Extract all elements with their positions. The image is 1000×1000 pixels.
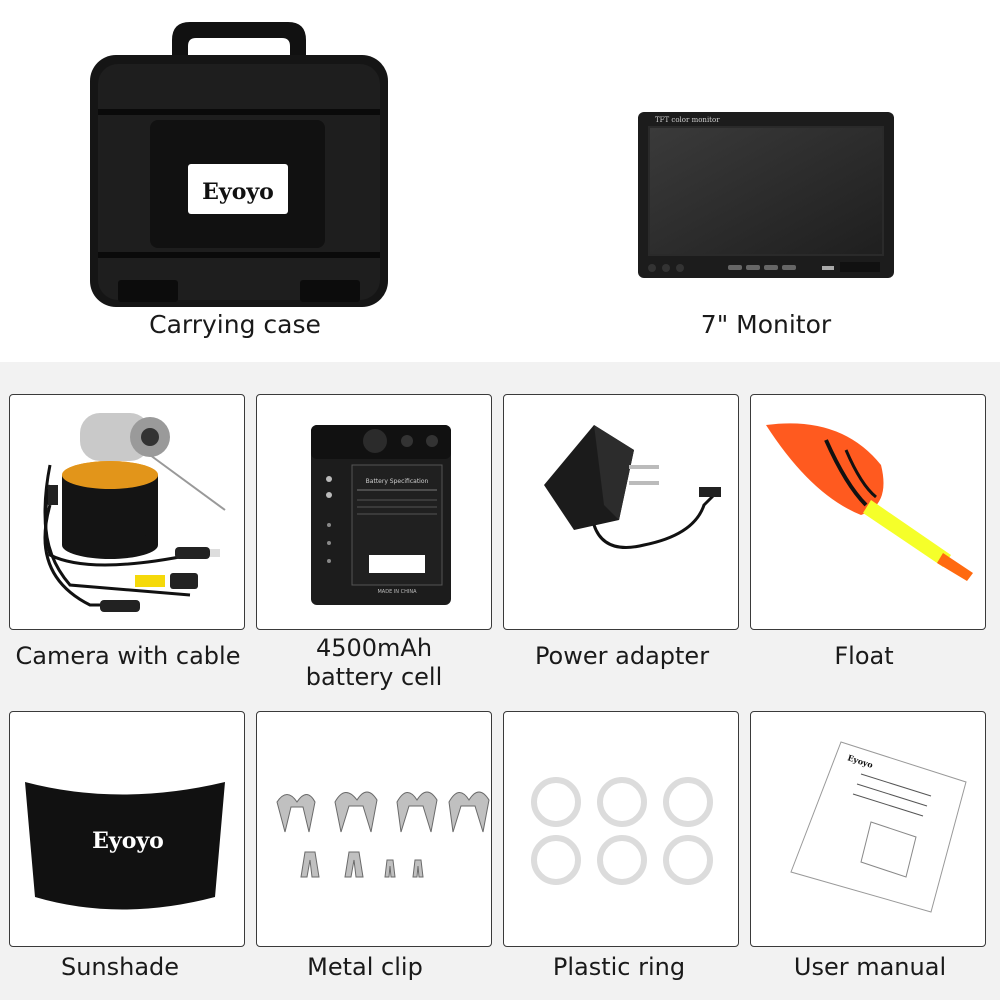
user-manual-tile: Eyoyo — [750, 711, 986, 947]
sunshade-tile: Eyoyo — [9, 711, 245, 947]
camera-tile — [9, 394, 245, 630]
float-tile — [750, 394, 986, 630]
plastic-ring-tile — [503, 711, 739, 947]
user-manual-label: User manual — [793, 953, 947, 981]
sunshade-label: Sunshade — [60, 953, 180, 981]
metal-clip-label: Metal clip — [307, 953, 423, 981]
battery-label-line1: 4500mAh — [315, 634, 433, 662]
battery-spec-title: Battery Specification — [366, 478, 429, 485]
monitor-item: TFT color monitor 7" Monitor — [500, 0, 1000, 362]
sunshade-brand: Eyoyo — [92, 828, 164, 854]
camera-with-cable-image — [43, 413, 226, 612]
plastic-ring-image — [531, 777, 713, 885]
camera-with-cable-label: Camera with cable — [15, 642, 241, 670]
monitor-label: 7" Monitor — [700, 310, 832, 339]
battery-label-line2: battery cell — [305, 663, 443, 691]
power-adapter-label: Power adapter — [534, 642, 710, 670]
sunshade-image: Eyoyo — [25, 782, 225, 910]
battery-cell-label: 4500mAh battery cell — [249, 634, 499, 692]
carrying-case-image: Eyoyo — [90, 22, 388, 307]
carrying-case-label: Carrying case — [149, 310, 321, 339]
carrying-case-item: Eyoyo Carrying case — [0, 0, 500, 362]
float-label: Float — [834, 642, 894, 670]
top-section: Eyoyo Carrying case TFT color monitor — [0, 0, 1000, 362]
plastic-ring-label: Plastic ring — [552, 953, 686, 981]
case-brand-logo: Eyoyo — [202, 179, 274, 205]
battery-tile: Battery Specification MADE IN CHINA — [256, 394, 492, 630]
metal-clip-tile — [256, 711, 492, 947]
user-manual-image: Eyoyo — [790, 741, 967, 913]
battery-cell-image: Battery Specification MADE IN CHINA — [311, 425, 451, 605]
monitor-caption: TFT color monitor — [655, 116, 720, 124]
battery-made-in: MADE IN CHINA — [377, 589, 417, 595]
adapter-tile — [503, 394, 739, 630]
metal-clip-image — [276, 791, 490, 878]
float-image — [766, 423, 973, 581]
monitor-image: TFT color monitor — [638, 112, 894, 278]
power-adapter-image — [544, 425, 721, 549]
